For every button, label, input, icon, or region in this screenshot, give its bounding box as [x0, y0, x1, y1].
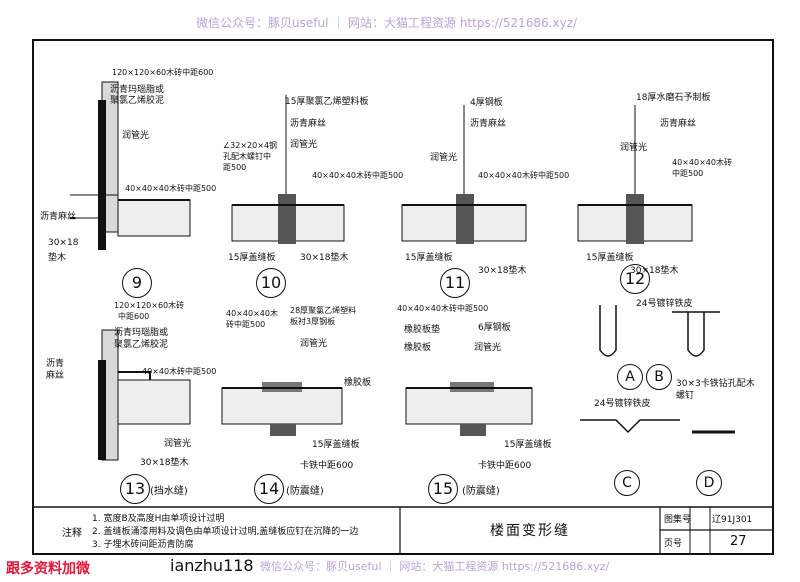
detail-11-number: 11	[440, 268, 470, 298]
footer-promo-black: ianzhu118	[170, 556, 254, 575]
detail-14-caption: (防震缝)	[286, 486, 324, 497]
detail-14-number: 14	[254, 474, 284, 504]
part-c-label: C	[614, 470, 640, 496]
title-block-page-no: 27	[730, 534, 747, 549]
detail-14-label-1: 40×40×40木	[226, 309, 278, 318]
detail-14-label-6: 橡胶板	[344, 378, 372, 388]
part-d-note: 30×3卡铁钻孔配木螺钉	[676, 379, 755, 401]
notes-label: 注释	[62, 528, 82, 539]
detail-12-label-1: 18厚水磨石予制板	[636, 93, 711, 103]
detail-9-drawing	[70, 81, 191, 250]
detail-10-number: 10	[256, 268, 286, 298]
detail-15-number: 15	[428, 474, 458, 504]
title-block-page-label: 页号	[664, 539, 683, 549]
detail-9-number: 9	[122, 268, 152, 298]
footer-promo-red: 跟多资料加微	[6, 561, 90, 577]
title-block-title: 楼面变形缝	[490, 523, 570, 539]
detail-13-label-6: 麻丝	[46, 371, 65, 381]
detail-12-label-2: 沥青麻丝	[660, 119, 697, 129]
detail-13-label-3: 沥青玛瑙脂或	[114, 328, 169, 338]
detail-11-label-1: 4厚钢板	[470, 98, 503, 108]
detail-15-label-6: 15厚盖缝板	[504, 440, 552, 450]
detail-12-label-4: 40×40×40木砖	[672, 158, 732, 167]
detail-15-label-1: 40×40×40木砖中距500	[397, 304, 489, 313]
detail-14-label-2: 砖中距500	[226, 320, 266, 329]
parts-drawing	[580, 305, 735, 434]
detail-11-label-5: 15厚盖缝板	[405, 253, 453, 263]
detail-10-label-6: 润管光	[290, 140, 318, 150]
detail-13-label-8: 润管光	[164, 439, 192, 449]
detail-9-label-1: 120×120×60木砖中距600	[112, 68, 214, 77]
part-ab-note: 24号镀锌铁皮	[636, 299, 693, 309]
detail-13-label-9: 30×18垫木	[140, 458, 189, 468]
part-a-label: A	[617, 364, 643, 390]
detail-10-label-4: 孔配木螺钉中	[223, 152, 271, 161]
watermark-top: 微信公众号：豚贝useful ｜ 网站：大猫工程资源 https://52168…	[196, 16, 578, 30]
notes-line-3: 3. 子埋木砖间距沥青防腐	[92, 540, 194, 550]
detail-14-label-5: 润管光	[300, 339, 328, 349]
detail-15-label-2: 橡胶板垫	[404, 325, 441, 335]
detail-12-number: 12	[620, 264, 650, 294]
detail-11-drawing	[401, 105, 527, 244]
notes-line-2: 2. 盖缝板涌漆用料及调色由单项设计过明,盖缝板应钉在沉降的一边	[92, 527, 359, 537]
detail-11-label-4: 40×40×40木砖中距500	[478, 171, 570, 180]
detail-12-label-7: 30×18垫木	[630, 266, 679, 276]
detail-9-label-2: 沥青玛瑙脂或	[110, 85, 165, 95]
detail-10-label-8: 15厚盖缝板	[228, 253, 276, 263]
detail-14-label-8: 卡铁中距600	[300, 461, 354, 471]
detail-14-label-7: 15厚盖缝板	[312, 440, 360, 450]
detail-15-drawing	[405, 382, 533, 436]
detail-11-label-3: 润管光	[430, 153, 458, 163]
detail-13-label-2: 中距600	[118, 312, 150, 321]
title-block-atlas-no: 辽91J301	[712, 515, 753, 525]
detail-13-number: 13	[120, 474, 150, 504]
detail-9-label-7: 30×18	[48, 238, 79, 248]
detail-9-label-4: 润管光	[122, 131, 150, 141]
detail-12-label-5: 中距500	[672, 169, 704, 178]
detail-9-label-6: 沥青麻丝	[40, 212, 77, 222]
detail-10-label-2: 沥青麻丝	[290, 119, 327, 129]
detail-11-label-2: 沥青麻丝	[470, 119, 507, 129]
part-b-label: B	[646, 364, 672, 390]
watermark-bottom: 微信公众号：豚贝useful ｜ 网站：大猫工程资源 https://52168…	[260, 560, 610, 573]
detail-12-label-6: 15厚盖缝板	[586, 253, 634, 263]
part-c-note: 24号镀锌铁皮	[594, 399, 651, 409]
detail-13-label-7: 40×40木砖中距500	[142, 367, 217, 376]
detail-15-caption: (防震缝)	[462, 486, 500, 497]
detail-13-caption: (挡水缝)	[150, 486, 188, 497]
detail-15-label-3: 6厚钢板	[478, 323, 511, 333]
part-d-label: D	[696, 470, 722, 496]
detail-13-drawing	[98, 329, 191, 461]
detail-10-label-5: 距500	[223, 163, 247, 172]
detail-10-label-1: 15厚聚氯乙烯塑料板	[285, 97, 369, 107]
detail-14-label-4: 板衬3厚钢板	[290, 317, 336, 326]
detail-15-label-5: 橡胶板	[404, 343, 432, 353]
detail-9-label-8: 垫木	[48, 253, 67, 263]
detail-15-label-7: 卡铁中距600	[478, 461, 532, 471]
detail-10-label-7: 40×40×40木砖中距500	[312, 171, 404, 180]
detail-9-label-3: 聚氯乙烯胶泥	[110, 96, 165, 106]
detail-9-label-5: 40×40×40木砖中距500	[125, 184, 217, 193]
detail-12-drawing	[577, 105, 693, 244]
notes-line-1: 1. 宽度B及高度H由单项设计过明	[92, 514, 225, 524]
detail-14-label-3: 28厚聚氯乙烯塑料	[290, 306, 357, 315]
detail-10-label-3: ∠32×20×4钢	[223, 141, 278, 150]
detail-10-label-9: 30×18垫木	[300, 253, 349, 263]
title-block-atlas-label: 图集号	[664, 515, 692, 525]
detail-12-label-3: 润管光	[620, 143, 648, 153]
detail-11-label-6: 30×18垫木	[478, 266, 527, 276]
detail-10-drawing	[231, 95, 345, 244]
detail-13-label-4: 聚氯乙烯胶泥	[114, 340, 169, 350]
detail-14-drawing	[221, 382, 343, 436]
detail-15-label-4: 润管光	[474, 343, 502, 353]
detail-13-label-5: 沥青	[46, 359, 65, 369]
detail-13-label-1: 120×120×60木砖	[114, 301, 185, 310]
